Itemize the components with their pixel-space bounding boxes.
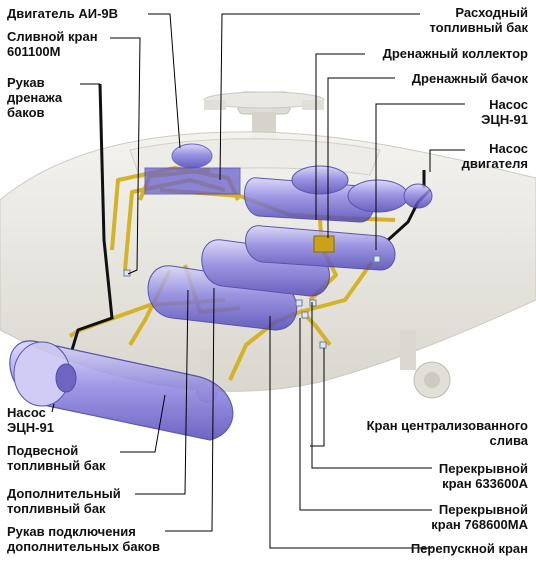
engine-unit bbox=[144, 143, 241, 195]
leader-lines bbox=[51, 13, 465, 549]
drain-tank-box bbox=[313, 235, 335, 253]
label-shutoff-valve-633600a: Перекрывной кран 633600А bbox=[438, 461, 528, 491]
label-pump-etsn-right: Насос ЭЦН-91 bbox=[481, 97, 528, 127]
label-drain-hose: Рукав дренажа баков bbox=[7, 75, 63, 120]
label-pump-etsn-left: Насос ЭЦН-91 bbox=[7, 405, 54, 435]
label-crossfeed-valve: Перепускной кран bbox=[410, 541, 528, 556]
label-engine-pump: Насос двигателя bbox=[461, 141, 528, 171]
label-central-drain-valve: Кран централизованного слива bbox=[366, 418, 528, 448]
label-additional-tank: Дополнительный топливный бак bbox=[7, 486, 121, 516]
label-shutoff-valve-768600ma: Перекрывной кран 768600МА bbox=[431, 502, 528, 532]
pump-icon bbox=[123, 255, 381, 349]
label-drain-valve: Сливной кран 601100М bbox=[7, 29, 98, 59]
label-engine: Двигатель АИ-9В bbox=[7, 6, 119, 21]
label-drain-tank: Дренажный бачок bbox=[411, 71, 528, 86]
label-drain-collector: Дренажный коллектор bbox=[382, 46, 528, 61]
label-connection-hose: Рукав подключения дополнительных баков bbox=[7, 524, 160, 554]
label-external-tank: Подвесной топливный бак bbox=[7, 443, 106, 473]
rotor-head bbox=[203, 91, 325, 140]
label-service-tank: Расходный топливный бак bbox=[429, 5, 528, 35]
